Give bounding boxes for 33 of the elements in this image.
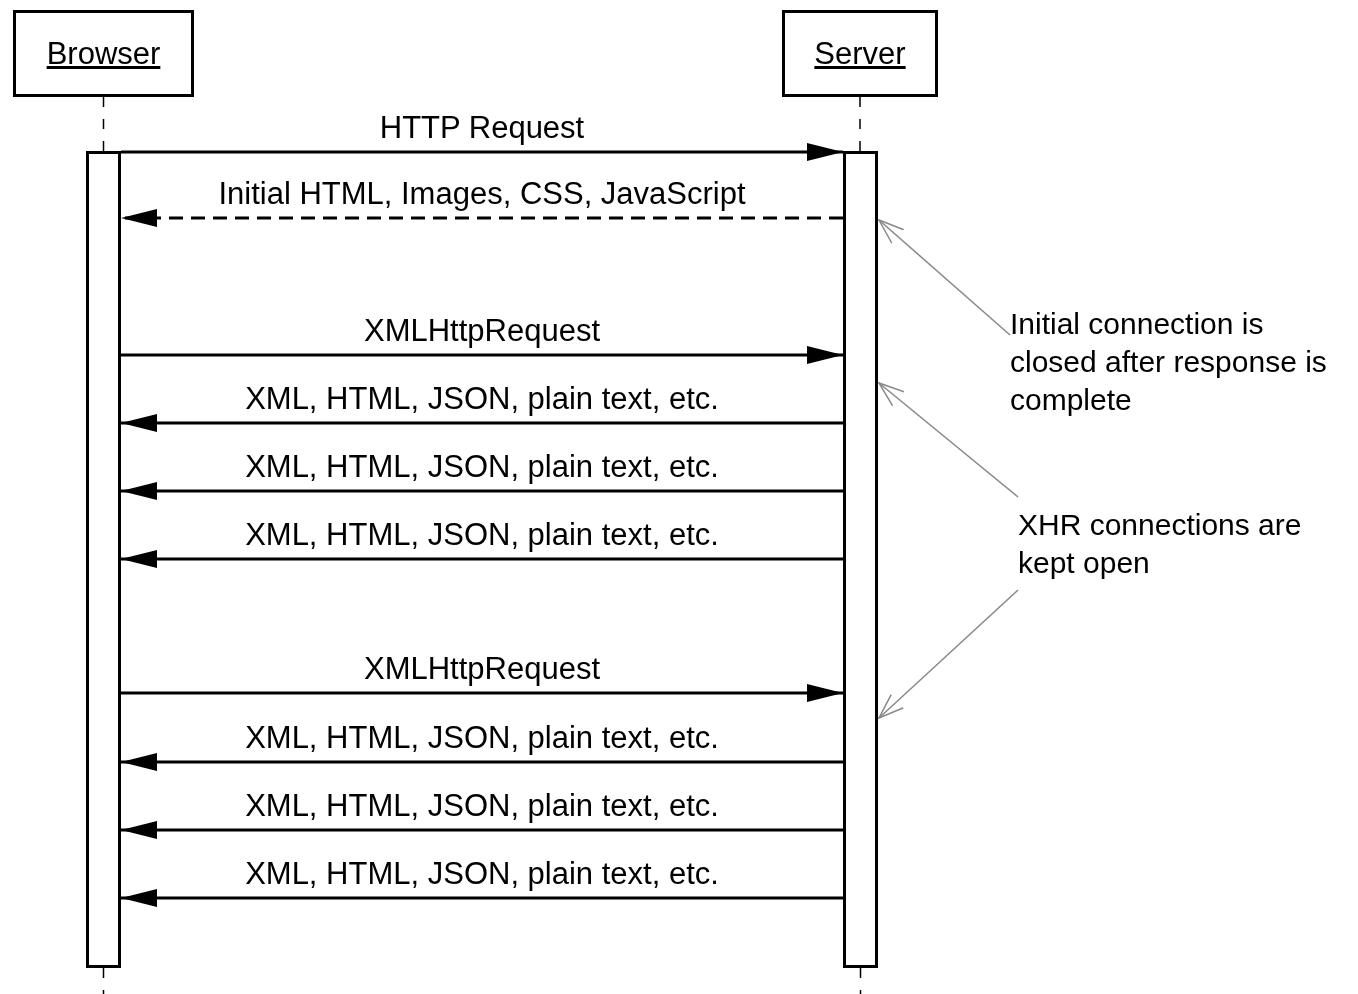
activation-bar (86, 151, 121, 968)
lifeline (859, 96, 861, 152)
message-label: XML, HTML, JSON, plain text, etc. (245, 381, 719, 417)
message-label: XML, HTML, JSON, plain text, etc. (245, 720, 719, 756)
lifeline (102, 967, 105, 994)
message-arrow (121, 143, 843, 161)
message-label: Initial HTML, Images, CSS, JavaScript (218, 176, 746, 212)
message-label: XML, HTML, JSON, plain text, etc. (245, 449, 719, 485)
lifeline-header-box: Browser (13, 10, 194, 97)
message-arrow (121, 550, 843, 568)
message-arrow (121, 753, 843, 771)
message-arrow (121, 482, 843, 500)
message-label: XML, HTML, JSON, plain text, etc. (245, 517, 719, 553)
message-arrow (121, 684, 843, 702)
lifeline (859, 967, 862, 994)
message-arrow (121, 346, 843, 364)
message-label: XMLHttpRequest (363, 651, 601, 687)
activation-bar (843, 151, 878, 968)
message-arrow (121, 414, 843, 432)
annotation-text: Initial connection is closed after response is complete (1010, 305, 1356, 425)
leader-line (878, 589, 1019, 719)
lifeline-header-box: Server (782, 10, 938, 97)
leader-line (878, 382, 1019, 498)
message-label: XML, HTML, JSON, plain text, etc. (245, 788, 719, 824)
lifeline (102, 96, 105, 152)
message-arrow (121, 209, 843, 227)
leader-line (878, 219, 1011, 336)
message-label: XML, HTML, JSON, plain text, etc. (245, 856, 719, 892)
message-arrow (121, 889, 843, 907)
annotation-text: XHR connections are kept open (1018, 506, 1318, 586)
message-arrow (121, 821, 843, 839)
message-label: XMLHttpRequest (363, 313, 601, 349)
message-label: HTTP Request (379, 110, 585, 146)
